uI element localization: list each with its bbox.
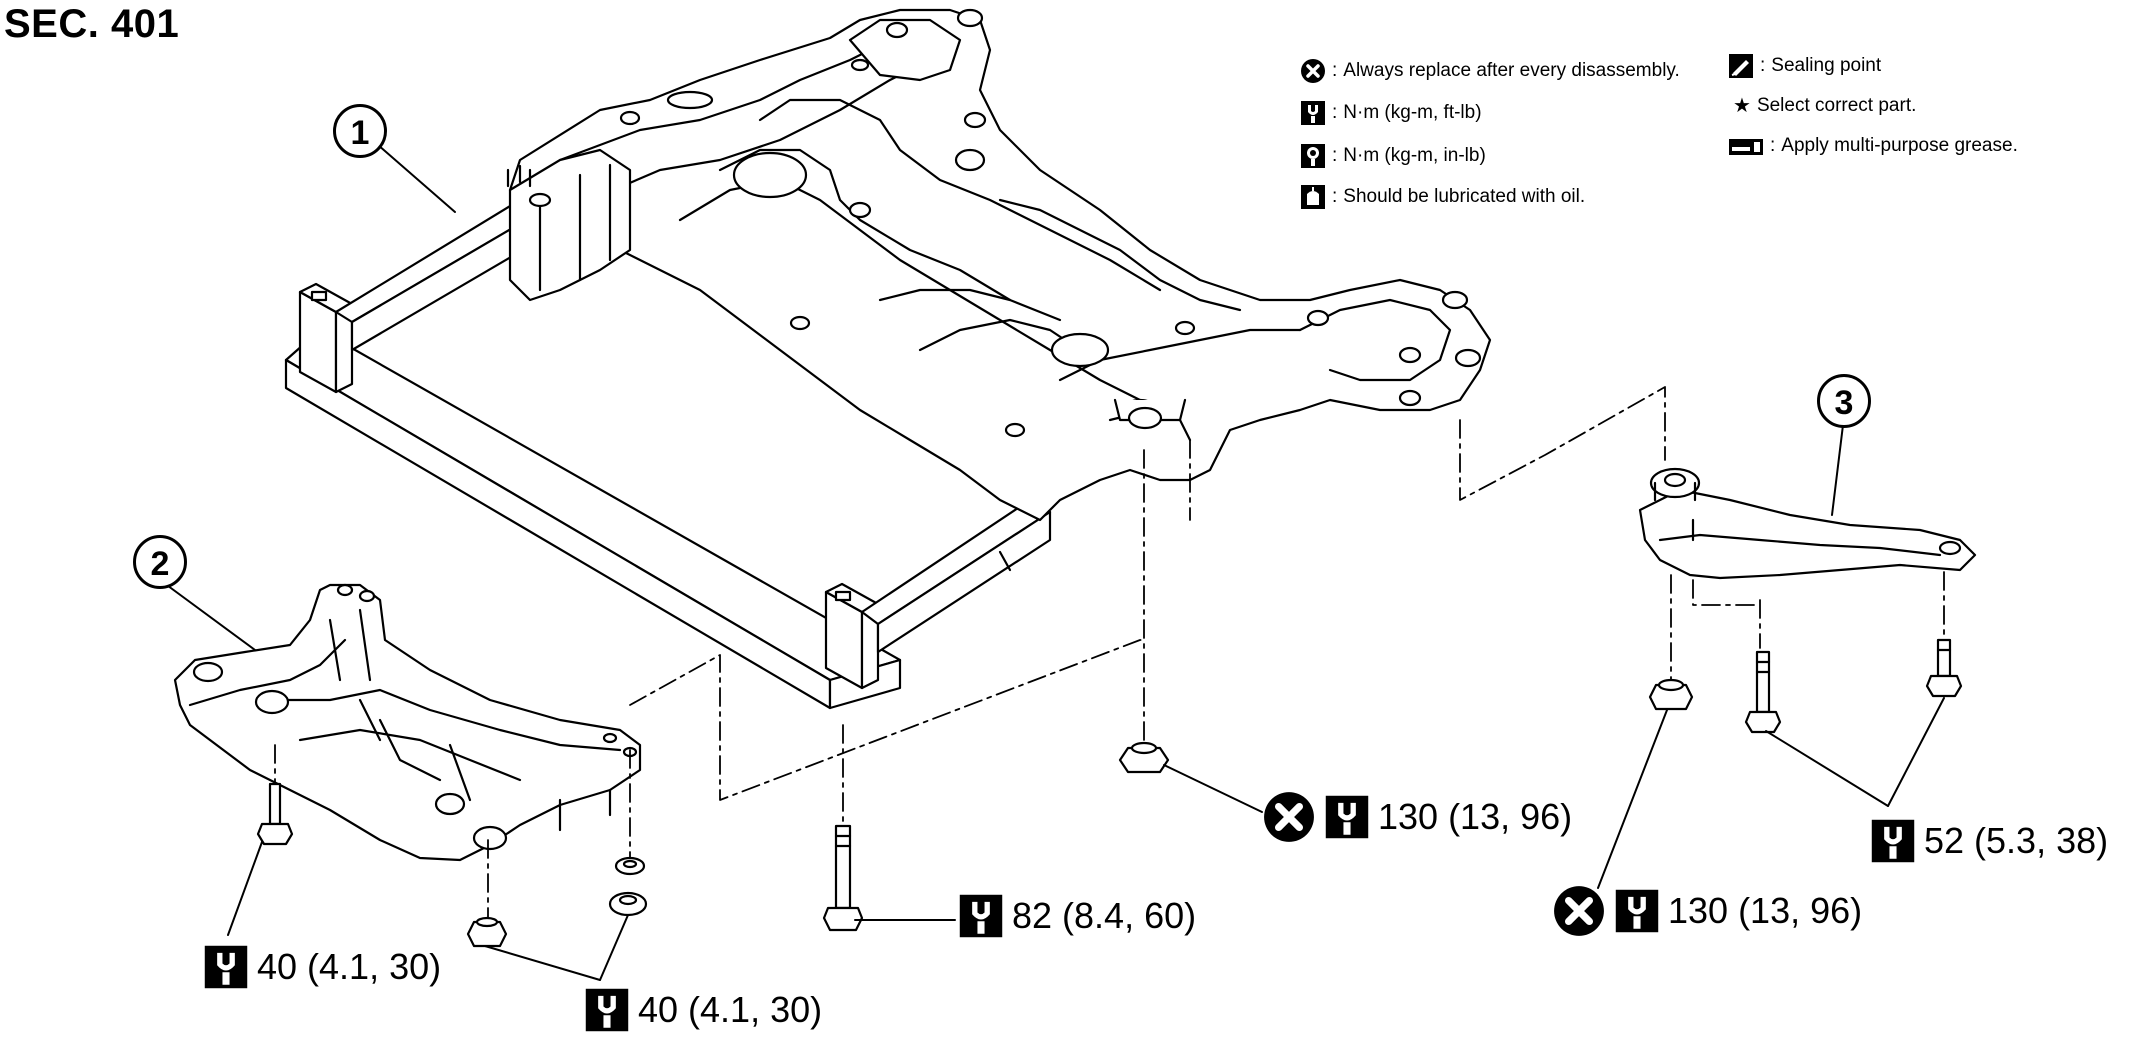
legend-torque-ftlb: : N·m (kg-m, ft-lb) (1300, 100, 1482, 126)
torque-value: 82 (8.4, 60) (1012, 895, 1197, 936)
legend-grease-text: Apply multi-purpose grease. (1781, 135, 2018, 156)
torque-inlb-icon (1301, 144, 1325, 168)
oil-can-icon (1301, 185, 1325, 209)
torque-lower-left: 40 (4.1, 30) (203, 944, 441, 990)
arm-nut (1648, 678, 1694, 711)
torque-value: 130 (13, 96) (1378, 796, 1573, 837)
replace-x-icon (1554, 886, 1604, 936)
replace-x-icon (1301, 59, 1325, 83)
arm-bolt-left (1744, 650, 1782, 734)
torque-arm-bolts: 52 (5.3, 38) (1870, 818, 2108, 864)
torque-value: 130 (13, 96) (1668, 890, 1863, 931)
legend-separator: : (1332, 145, 1338, 166)
lower-subframe (173, 583, 642, 862)
grease-icon (1729, 139, 1763, 155)
link-arm (1638, 467, 1977, 580)
lower-left-bolt (256, 782, 294, 846)
legend-separator: : (1760, 55, 1766, 76)
legend-sealing: : Sealing point (1728, 53, 1881, 79)
torque-wrench-icon (959, 894, 1003, 938)
legend-separator: : (1770, 135, 1776, 156)
legend-oil-text: Should be lubricated with oil. (1343, 186, 1586, 207)
legend-select-part-text: Select correct part. (1756, 94, 1917, 116)
alignment-lines (274, 386, 1945, 919)
torque-wrench-icon (1325, 795, 1369, 839)
legend-replace-text: Always replace after every disassembly. (1343, 60, 1680, 81)
torque-wrench-icon (585, 988, 629, 1032)
torque-wrench-icon (1615, 889, 1659, 933)
callout-1: 1 (333, 104, 387, 158)
star-icon: ★ (1733, 95, 1751, 117)
torque-wrench-icon (1301, 101, 1325, 125)
torque-wrench-icon (204, 945, 248, 989)
arm-bolt-right (1925, 638, 1963, 698)
torque-arm-nut: 130 (13, 96) (1552, 884, 1862, 938)
legend-separator: : (1332, 186, 1338, 207)
callout-3: 3 (1817, 374, 1871, 428)
torque-value: 52 (5.3, 38) (1924, 820, 2109, 861)
torque-value: 40 (4.1, 30) (638, 989, 823, 1030)
torque-value: 40 (4.1, 30) (257, 946, 442, 987)
legend-separator: : (1332, 102, 1338, 123)
legend-torque-inlb: : N·m (kg-m, in-lb) (1300, 143, 1486, 169)
legend-select-part: ★ Select correct part. (1733, 93, 1916, 118)
front-suspension-member (284, 8, 1492, 710)
legend-torque-inlb-text: N·m (kg-m, in-lb) (1343, 145, 1486, 166)
long-bolt (822, 824, 864, 932)
legend-replace: : Always replace after every disassembly… (1300, 58, 1680, 84)
legend-oil: : Should be lubricated with oil. (1300, 184, 1585, 210)
callout-2: 2 (133, 535, 187, 589)
torque-wrench-icon (1871, 819, 1915, 863)
torque-center-nut: 130 (13, 96) (1262, 790, 1572, 844)
legend-separator: : (1332, 60, 1338, 81)
center-nut (1118, 741, 1170, 774)
leader-lines (159, 137, 1945, 981)
torque-lower-mid: 40 (4.1, 30) (584, 987, 822, 1033)
torque-upper-rod-bolt: 82 (8.4, 60) (958, 893, 1196, 939)
replace-x-icon (1264, 792, 1314, 842)
legend-grease: : Apply multi-purpose grease. (1728, 133, 2018, 159)
legend-sealing-text: Sealing point (1771, 55, 1882, 76)
legend-torque-ftlb-text: N·m (kg-m, ft-lb) (1343, 102, 1482, 123)
sealing-icon (1729, 54, 1753, 78)
section-title: SEC. 401 (4, 2, 180, 46)
